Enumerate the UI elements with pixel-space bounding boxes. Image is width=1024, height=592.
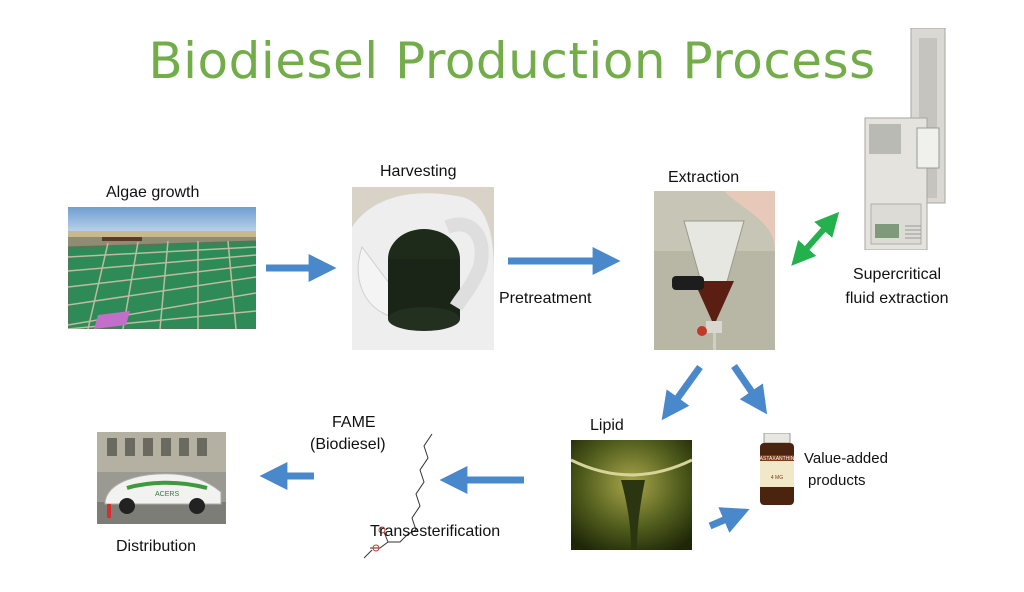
lipid-image [571,440,692,550]
lipid-label: Lipid [590,417,624,434]
extraction-funnel-image [654,191,775,350]
extraction-label: Extraction [668,169,740,186]
bottle-dose-text: 4 MG [771,475,783,481]
fame-molecule-diagram [300,430,440,565]
value-added-label-line2: products [808,472,866,489]
supercritical-label-line2: fluid extraction [845,290,949,307]
transesterification-label: Transesterification [370,523,501,540]
harvesting-image [352,187,494,350]
fame-label-line2: (Biodiesel) [310,436,386,453]
car-text: ACERS [155,491,179,498]
algae-growth-label: Algae growth [106,184,200,201]
fame-label-line1: FAME [332,414,376,431]
distribution-label: Distribution [116,538,197,555]
harvesting-label: Harvesting [380,163,457,180]
arrow-extraction-to-lipid [661,364,703,421]
algae-ponds-image [68,207,256,329]
arrow-lipid-to-products [708,507,750,533]
supercritical-label-line1: Supercritical [852,266,942,283]
pretreatment-label: Pretreatment [499,290,592,307]
arrow-extraction-supercritical [791,211,840,266]
value-added-label-line1: Value-added [804,450,888,467]
arrow-extraction-to-products [731,364,768,415]
supplement-bottle-image: ASTAXANTHIN 4 MG [758,433,796,505]
page-title: Biodiesel Production Process [148,32,876,90]
bottle-label-text: ASTAXANTHIN [760,456,795,462]
distribution-car-image: ACERS [97,432,226,524]
supercritical-extractor-image [861,28,949,250]
